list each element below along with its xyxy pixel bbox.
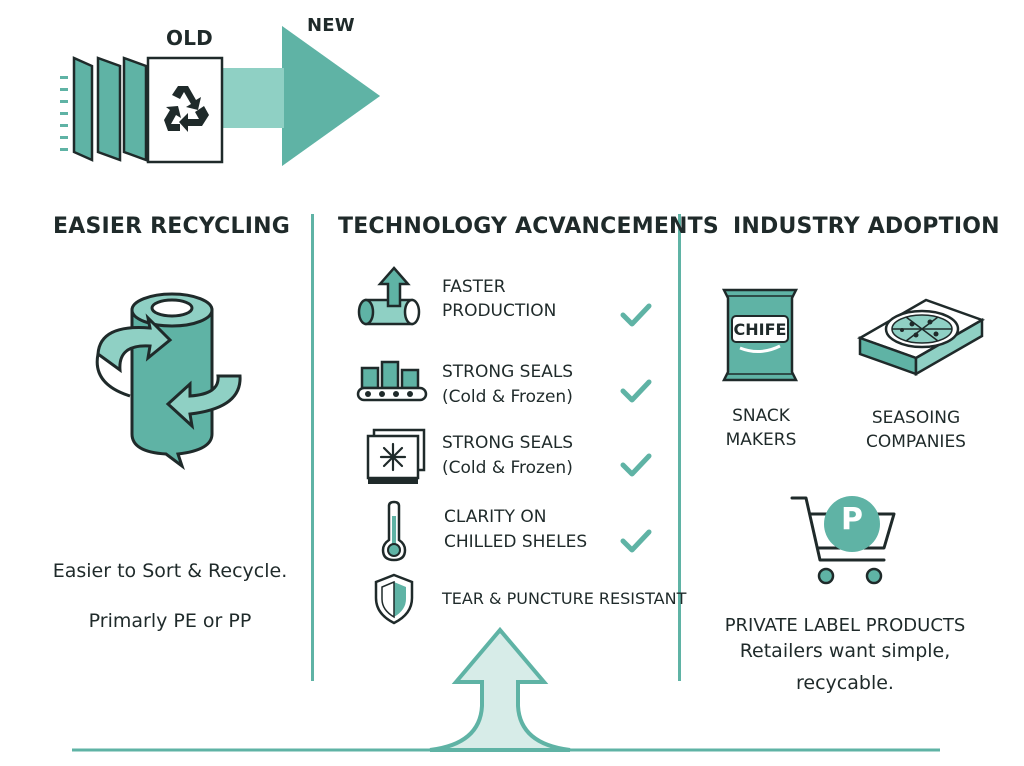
new-label: NEW — [307, 15, 355, 36]
private-label-line-2: recycable. — [796, 672, 894, 694]
technology-title: TECHNOLOGY ACVANCEMENTS — [338, 214, 719, 239]
old-panels — [72, 56, 148, 162]
seasoning-line-1: SEASOING — [871, 408, 961, 428]
pizza-box-icon — [856, 296, 986, 378]
recycling-line-1: Easier to Sort & Recycle. — [52, 560, 288, 582]
tech-item-2-line-2: (Cold & Frozen) — [442, 387, 573, 407]
divider-right — [678, 214, 681, 681]
growth-arrow — [70, 626, 950, 756]
recycling-title: EASIER RECYCLING — [53, 214, 290, 239]
tech-item-1-line-1: FASTER — [442, 277, 506, 297]
tech-item-4-line-1: CLARITY ON — [444, 507, 547, 527]
film-roll-recycle-icon — [90, 284, 250, 470]
factory-conveyor-icon — [352, 352, 432, 408]
snack-bag-icon — [720, 286, 800, 384]
motion-dashes — [60, 76, 68, 151]
tech-item-1-line-2: PRODUCTION — [442, 301, 557, 321]
private-label-title: PRIVATE LABEL PRODUCTS — [724, 615, 966, 636]
snack-line-1: SNACK — [732, 406, 790, 426]
tech-item-2-line-1: STRONG SEALS — [442, 362, 574, 382]
shield-icon — [372, 572, 416, 626]
divider-left — [311, 214, 314, 681]
snack-line-2: MAKERS — [725, 430, 797, 450]
recycling-line-2: Primarly PE or PP — [88, 610, 252, 632]
check-icon — [620, 452, 652, 478]
check-icon — [620, 528, 652, 554]
tech-item-4-line-2: CHILLED SHELES — [444, 532, 588, 552]
industry-title: INDUSTRY ADOPTION — [733, 214, 1000, 239]
thermometer-icon — [380, 500, 408, 562]
check-icon — [620, 302, 652, 328]
tech-item-3-line-1: STRONG SEALS — [442, 433, 574, 453]
cart-letter: P — [841, 502, 863, 537]
old-to-new-graphic — [50, 20, 390, 180]
tech-item-3-line-2: (Cold & Frozen) — [442, 458, 573, 478]
seasoning-line-2: COMPANIES — [866, 432, 966, 452]
shopping-cart-icon — [790, 490, 900, 588]
private-label-line-1: Retailers want simple, — [739, 640, 951, 662]
snack-bag-text: CHIFE — [733, 320, 787, 339]
old-label: OLD — [166, 26, 213, 50]
film-roll-arrow-up-icon — [356, 266, 428, 328]
check-icon — [620, 378, 652, 404]
tech-item-5-line-1: TEAR & PUNCTURE RESISTANT — [442, 589, 687, 608]
freezer-snowflake-icon — [364, 428, 428, 486]
recycle-icon — [158, 80, 214, 136]
